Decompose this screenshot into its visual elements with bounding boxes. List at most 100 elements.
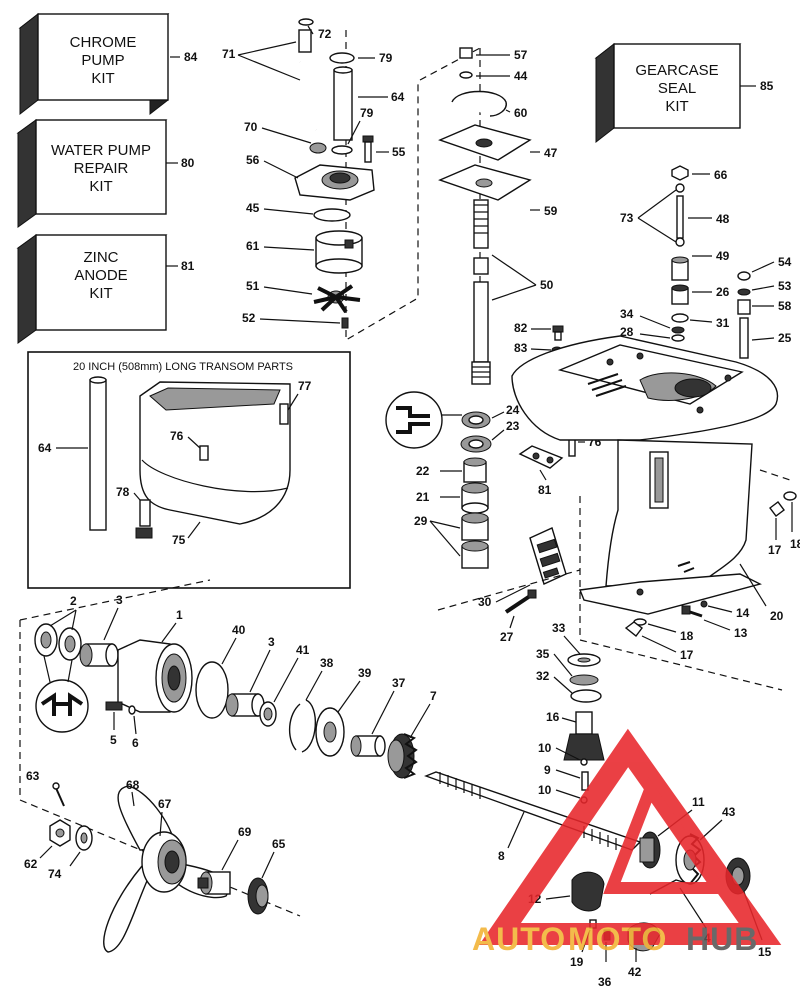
bearing-21	[461, 482, 489, 514]
o-ring-40	[195, 661, 229, 719]
washer-14	[700, 600, 708, 608]
kit-gearcase-seal-number: 85	[760, 79, 774, 93]
impeller-51	[313, 284, 361, 314]
washer-32	[570, 689, 602, 703]
label-69: 69	[238, 825, 252, 839]
key-52	[341, 317, 349, 329]
clutch-dog-11	[639, 831, 661, 869]
shift-rod-48	[675, 183, 685, 247]
label-82: 82	[514, 321, 528, 335]
screw-76b	[199, 445, 209, 461]
screw-82	[552, 325, 564, 341]
reverse-gear-7	[387, 733, 418, 779]
kit-chrome-pump-line3: KIT	[91, 70, 114, 87]
label-66: 66	[714, 168, 728, 182]
label-49: 49	[716, 249, 730, 263]
kit-water-pump-line1: WATER PUMP	[51, 142, 151, 159]
label-30: 30	[478, 595, 492, 609]
label-77: 77	[298, 379, 312, 393]
plate-47	[438, 124, 532, 161]
label-54: 54	[778, 255, 792, 269]
label-59: 59	[544, 204, 558, 218]
label-75: 75	[172, 533, 186, 547]
label-26: 26	[716, 285, 730, 299]
connector-49	[671, 256, 689, 281]
kit-water-pump-number: 80	[181, 156, 195, 170]
label-36: 36	[598, 975, 612, 989]
kit-box-water-pump[interactable]: WATER PUMP REPAIR KIT	[16, 119, 168, 228]
label-64b: 64	[38, 441, 52, 455]
label-53: 53	[778, 279, 792, 293]
inset-long-transom: 20 INCH (508mm) LONG TRANSOM PARTS	[27, 351, 351, 589]
kit-box-chrome-pump[interactable]: CHROME PUMP KIT	[18, 12, 170, 116]
water-tube	[298, 18, 318, 131]
label-29: 29	[414, 514, 428, 528]
label-78: 78	[116, 485, 130, 499]
drive-shaft-50	[471, 199, 491, 385]
label-1: 1	[176, 608, 183, 622]
thrust-hub-65	[247, 877, 269, 915]
label-8: 8	[498, 849, 505, 863]
label-62: 62	[24, 857, 38, 871]
label-43: 43	[722, 805, 736, 819]
label-18b: 18	[680, 629, 694, 643]
shifter-12	[571, 871, 605, 912]
seal-detail-circle	[385, 391, 443, 449]
label-39: 39	[358, 666, 372, 680]
bushing-26	[671, 284, 689, 305]
spacer-58	[737, 299, 751, 315]
label-57: 57	[514, 48, 528, 62]
kit-zinc-anode-line2: ANODE	[74, 267, 127, 284]
label-32: 32	[536, 669, 550, 683]
needle-bearings-29	[461, 512, 489, 569]
label-11: 11	[692, 795, 705, 809]
ball-10a	[580, 758, 588, 766]
label-81b: 81	[538, 483, 552, 497]
label-34: 34	[620, 307, 634, 321]
stud-25	[739, 317, 749, 359]
bearing-37	[350, 735, 386, 757]
automotohub-watermark-logo: AUTO MOTO HUB	[472, 728, 782, 957]
lower-seal-detail	[35, 679, 89, 733]
impeller-cup-61	[315, 230, 363, 274]
label-22: 22	[416, 464, 430, 478]
label-50: 50	[540, 278, 554, 292]
kit-gearcase-seal-line2: SEAL	[658, 80, 696, 97]
washer-6	[128, 705, 136, 715]
propeller-68	[103, 785, 230, 953]
label-28: 28	[620, 325, 634, 339]
label-33: 33	[552, 621, 566, 635]
label-3a: 3	[116, 593, 123, 607]
kit-chrome-pump-number: 84	[184, 50, 198, 64]
label-10b: 10	[538, 783, 552, 797]
label-24: 24	[506, 403, 520, 417]
anode-plate-81	[518, 445, 564, 469]
label-71: 71	[222, 47, 236, 61]
pinion-16	[563, 711, 605, 761]
kit-box-zinc-anode[interactable]: ZINC ANODE KIT	[16, 234, 168, 344]
label-20: 20	[770, 609, 784, 623]
label-73: 73	[620, 211, 634, 225]
label-61: 61	[246, 239, 260, 253]
plug-17a	[769, 501, 785, 517]
label-14: 14	[736, 606, 750, 620]
label-5: 5	[110, 733, 117, 747]
gasket-59	[438, 164, 532, 201]
label-18a: 18	[790, 537, 800, 551]
bearing-3b	[225, 693, 265, 717]
cover-30	[529, 527, 567, 585]
label-72: 72	[318, 27, 332, 41]
label-56: 56	[246, 153, 260, 167]
label-76b: 76	[170, 429, 184, 443]
bearing-3a	[79, 643, 119, 667]
kit-gearcase-seal-line3: KIT	[665, 98, 688, 115]
label-51: 51	[246, 279, 260, 293]
label-3b: 3	[268, 635, 275, 649]
kit-zinc-anode-number: 81	[181, 259, 195, 273]
label-6: 6	[132, 736, 139, 750]
kit-zinc-anode-line3: KIT	[89, 285, 112, 302]
washer-53	[737, 288, 751, 296]
watermark-hub: HUB	[686, 921, 758, 957]
kit-box-gearcase-seal[interactable]: GEARCASE SEAL KIT	[594, 42, 742, 144]
